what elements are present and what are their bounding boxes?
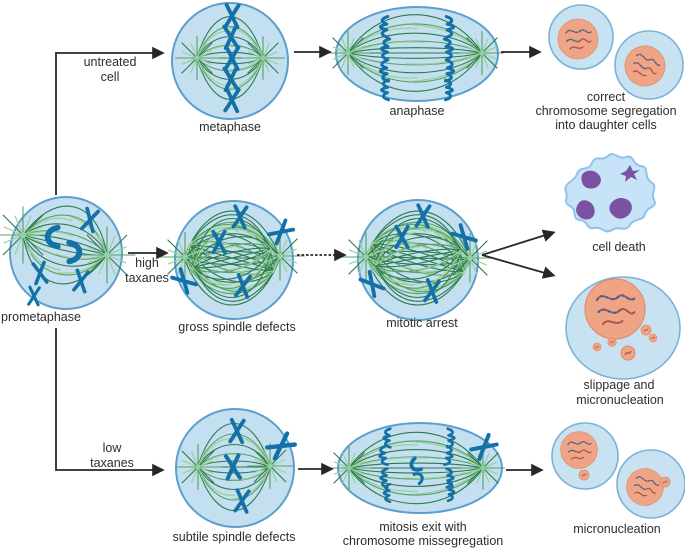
label-low-taxanes-line2: taxanes	[90, 456, 134, 470]
arrow-to-slippage	[481, 254, 556, 279]
label-correct-line1: correct	[587, 90, 626, 104]
label-gross-spindle-defects: gross spindle defects	[178, 320, 295, 334]
prometaphase-cell	[0, 196, 137, 310]
gross-spindle-defects-cell	[159, 200, 306, 320]
label-high-taxanes-line2: taxanes	[125, 271, 169, 285]
label-low-taxanes-line1: low	[103, 441, 123, 455]
label-mitotic-arrest: mitotic arrest	[386, 316, 458, 330]
label-slippage-line1: slippage and	[584, 378, 655, 392]
label-subtile-spindle-defects: subtile spindle defects	[173, 530, 296, 544]
label-slippage-line2: micronucleation	[576, 393, 664, 407]
mitosis-exit-cell	[326, 422, 506, 514]
label-metaphase: metaphase	[199, 120, 261, 134]
label-untreated-line2: cell	[101, 70, 120, 84]
label-micronucleation: micronucleation	[573, 522, 661, 536]
mitotic-arrest-cell	[340, 199, 496, 321]
label-mitosis-exit-line1: mitosis exit with	[379, 520, 467, 534]
label-anaphase: anaphase	[390, 104, 445, 118]
label-correct-line2: chromosome segregation	[535, 104, 676, 118]
subtile-spindle-defects-cell	[174, 408, 295, 528]
arrow-untreated	[55, 46, 165, 195]
metaphase-cell	[171, 2, 289, 120]
label-untreated-line1: untreated	[84, 55, 137, 69]
label-mitosis-exit-line2: chromosome missegregation	[343, 534, 504, 548]
label-high-taxanes-line1: high	[135, 256, 159, 270]
anaphase-cell	[325, 6, 505, 102]
slippage-micronucleation-cell	[565, 276, 681, 380]
micronucleation-cells	[551, 422, 685, 519]
arrow-to-cell-death	[481, 229, 556, 256]
cell-death-cell	[564, 153, 656, 233]
arrow-low-taxanes	[55, 328, 165, 477]
daughter-cells	[548, 4, 684, 100]
label-prometaphase: prometaphase	[1, 310, 81, 324]
label-correct-line3: into daughter cells	[555, 118, 656, 132]
label-cell-death: cell death	[592, 240, 646, 254]
